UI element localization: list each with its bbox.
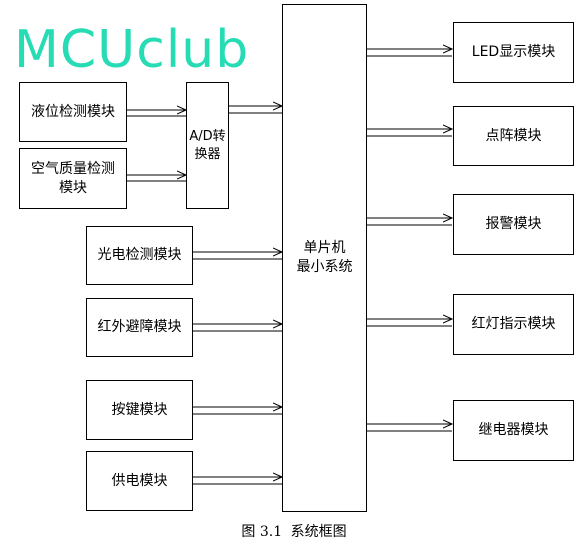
arrow-air-to-adc bbox=[127, 175, 186, 182]
ir-avoidance-module: 红外避障模块 bbox=[86, 298, 193, 357]
arrow-mcu-to-redlight bbox=[367, 319, 452, 327]
photoelectric-label: 光电检测模块 bbox=[97, 247, 182, 264]
alarm-label: 报警模块 bbox=[485, 216, 542, 233]
red-light-label: 红灯指示模块 bbox=[471, 316, 556, 333]
arrow-adc-to-mcu bbox=[229, 106, 282, 114]
watermark-logo: MCUclub bbox=[14, 20, 250, 80]
led-display-label: LED显示模块 bbox=[471, 44, 556, 61]
arrow-mcu-to-matrix bbox=[367, 129, 452, 137]
caption-number: 图 3.1 bbox=[241, 524, 283, 540]
power-supply-label: 供电模块 bbox=[111, 472, 168, 489]
red-light-indicator-module: 红灯指示模块 bbox=[453, 294, 574, 355]
arrow-mcu-to-led bbox=[367, 49, 452, 57]
arrow-ir-to-mcu bbox=[193, 324, 282, 332]
adc-label-line1: A/D转 bbox=[189, 128, 226, 144]
arrow-mcu-to-relay bbox=[367, 424, 452, 432]
adc-module: A/D转 换器 bbox=[186, 82, 229, 209]
mcu-minimum-system: 单片机 最小系统 bbox=[282, 4, 367, 512]
arrow-key-to-mcu bbox=[193, 407, 282, 415]
arrow-power-to-mcu bbox=[193, 477, 282, 485]
air-quality-module: 空气质量检测 模块 bbox=[19, 148, 127, 209]
key-label: 按键模块 bbox=[111, 401, 168, 418]
relay-module: 继电器模块 bbox=[453, 400, 574, 461]
dot-matrix-label: 点阵模块 bbox=[485, 127, 542, 144]
ir-avoidance-label: 红外避障模块 bbox=[97, 319, 182, 336]
arrow-level-to-adc bbox=[127, 110, 186, 117]
mcu-label-line2: 最小系统 bbox=[296, 259, 353, 275]
photoelectric-detect-module: 光电检测模块 bbox=[86, 226, 193, 285]
air-quality-label-line2: 模块 bbox=[59, 179, 87, 196]
level-detect-label: 液位检测模块 bbox=[31, 103, 115, 120]
led-display-module: LED显示模块 bbox=[453, 22, 574, 83]
dot-matrix-module: 点阵模块 bbox=[453, 106, 574, 166]
adc-label-line2: 换器 bbox=[194, 146, 221, 162]
air-quality-label-line1: 空气质量检测 bbox=[31, 160, 115, 177]
relay-label: 继电器模块 bbox=[478, 422, 549, 439]
arrow-photo-to-mcu bbox=[193, 252, 282, 260]
key-module: 按键模块 bbox=[86, 380, 193, 440]
alarm-module: 报警模块 bbox=[453, 194, 574, 255]
level-detect-module: 液位检测模块 bbox=[19, 82, 127, 142]
mcu-label-line1: 单片机 bbox=[303, 240, 346, 257]
figure-caption: 图 3.1 系统框图 bbox=[0, 521, 588, 541]
power-supply-module: 供电模块 bbox=[86, 451, 193, 511]
arrow-mcu-to-alarm bbox=[367, 218, 452, 226]
caption-title: 系统框图 bbox=[290, 524, 347, 540]
